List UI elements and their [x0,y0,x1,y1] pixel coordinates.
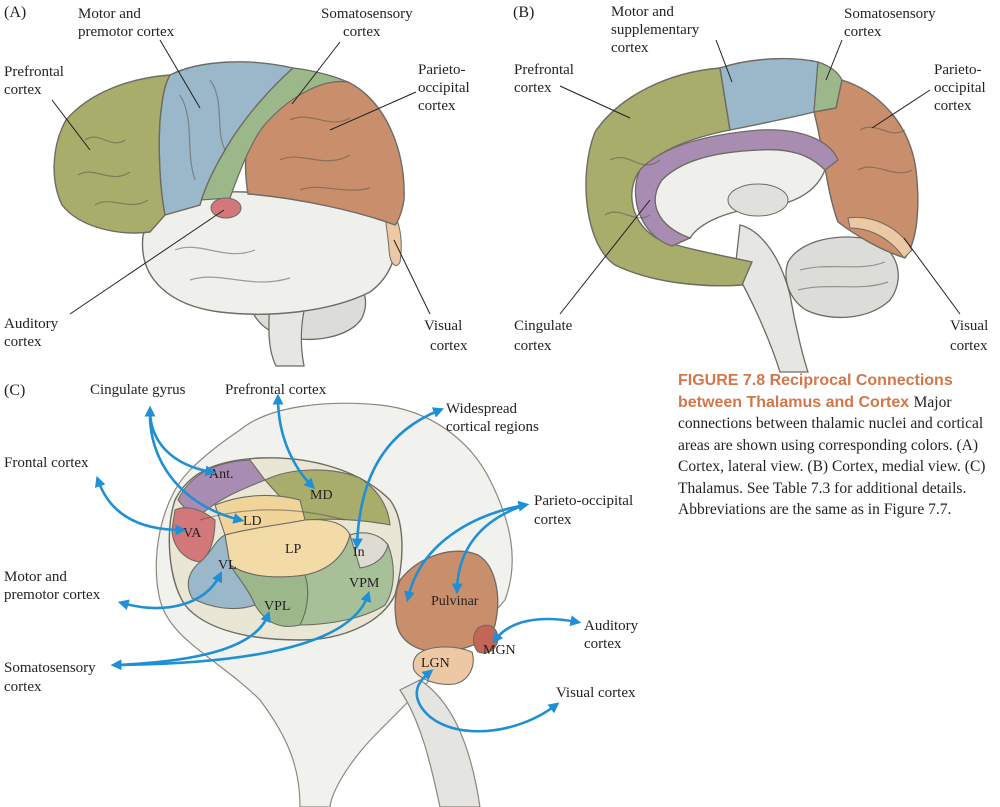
panel-a-parieto-label: Parieto- occipital cortex [418,62,470,114]
panel-b-visual-region [847,216,913,259]
panel-c-prefrontal-label: Prefrontal cortex [225,382,327,398]
panel-c-brainstem [399,679,481,807]
svg-text:cortical regions: cortical regions [446,419,539,435]
svg-text:cortex: cortex [934,98,972,114]
svg-text:Prefrontal: Prefrontal [514,62,574,78]
nucleus-lgn: LGN [421,656,450,671]
panel-c-frontal-label: Frontal cortex [4,455,89,471]
panel-a-auditory-region [210,197,242,219]
svg-text:cortex: cortex [534,512,572,528]
arrow-auditory-mgn [492,615,582,644]
nucleus-vl: VL [218,558,237,573]
nucleus-mgn: MGN [483,643,516,658]
arrow-widespread-in [351,407,445,550]
svg-text:Auditory: Auditory [584,618,639,634]
panel-b-prefrontal-label: Prefrontal cortex [514,62,574,96]
nucleus-ant: Ant. [209,467,234,482]
nucleus-pulvinar: Pulvinar [431,594,479,609]
svg-text:supplementary: supplementary [611,22,700,38]
svg-text:Motor and: Motor and [78,6,141,22]
panel-b-brainstem [734,224,809,373]
panel-b-parieto-region [813,79,919,259]
panel-c-cingulate-label: Cingulate gyrus [90,382,186,398]
svg-text:cortex: cortex [950,338,988,354]
svg-text:Widespread: Widespread [446,401,518,417]
svg-text:cortex: cortex [514,80,552,96]
panel-b-parieto-label: Parieto- occipital cortex [934,62,986,114]
panel-b-cingulate-label: Cingulate cortex [514,318,573,354]
arrow-visual-lgn [415,669,560,733]
arrow-parieto-pulvinar [451,503,526,595]
panel-a-label: (A) [4,4,26,21]
svg-text:premotor cortex: premotor cortex [4,587,101,603]
panel-b-label: (B) [513,4,534,21]
svg-text:Cingulate: Cingulate [514,318,573,334]
panel-a-brain [53,61,405,367]
svg-text:cortex: cortex [4,82,42,98]
panel-c-widespread-label: Widespread cortical regions [446,401,539,435]
svg-text:Auditory: Auditory [4,316,59,332]
svg-text:Motor and: Motor and [4,569,67,585]
svg-text:cortex: cortex [343,24,381,40]
svg-text:Somatosensory: Somatosensory [844,6,936,22]
svg-text:cortex: cortex [4,679,42,695]
nucleus-md: MD [310,488,333,503]
caption-body: Major connections between thalamic nucle… [678,393,986,519]
svg-text:Parieto-: Parieto- [934,62,981,78]
panel-b-brain [585,57,919,373]
panel-c-auditory-label: Auditory cortex [584,618,639,652]
svg-text:Somatosensory: Somatosensory [321,6,413,22]
svg-text:cortex: cortex [430,338,468,354]
panel-b-somato-label: Somatosensory cortex [844,6,936,40]
panel-b-motor-label: Motor and supplementary cortex [611,4,700,56]
panel-a-visual-label: Visual cortex [424,318,468,354]
svg-text:cortex: cortex [418,98,456,114]
panel-a-motor-label: Motor and premotor cortex [78,6,175,40]
nucleus-vpl: VPL [264,599,290,614]
nucleus-vpm: VPM [349,576,380,591]
svg-text:cortex: cortex [514,338,552,354]
svg-text:occipital: occipital [934,80,986,96]
arrow-parieto-lp [404,500,530,603]
panel-c-mgn-region [472,624,499,654]
nucleus-in: In [353,545,365,560]
nucleus-ld: LD [243,514,262,529]
arrow-frontal-va [94,475,187,536]
arrow-somato-vpm [114,590,372,667]
caption-heading: FIGURE 7.8 Reciprocal Connections betwee… [678,372,953,411]
panel-b-cerebellum [785,236,899,319]
panel-c-label: (C) [4,382,25,399]
panel-a-auditory-label: Auditory cortex [4,316,59,350]
svg-text:Parieto-: Parieto- [418,62,465,78]
svg-text:cortex: cortex [584,636,622,652]
svg-text:Prefrontal: Prefrontal [4,64,64,80]
panel-b-visual-label: Visual cortex [950,318,988,354]
panel-b-thalamus [727,183,789,217]
svg-text:Visual: Visual [950,318,988,334]
panel-b-motor-region [719,57,819,131]
figure-caption: FIGURE 7.8 Reciprocal Connections betwee… [678,370,990,521]
svg-text:Motor and: Motor and [611,4,674,20]
svg-text:premotor cortex: premotor cortex [78,24,175,40]
panel-c-parieto-label: Parieto-occipital cortex [534,493,633,528]
svg-text:occipital: occipital [418,80,470,96]
nucleus-va: VA [183,526,202,541]
panel-c-somato-label: Somatosensory cortex [4,660,96,695]
svg-text:Visual: Visual [424,318,462,334]
panel-c-motor-label: Motor and premotor cortex [4,569,101,603]
svg-text:Parieto-occipital: Parieto-occipital [534,493,633,509]
nucleus-lp: LP [285,542,302,557]
arrow-prefrontal-md [272,393,316,490]
panel-c-arrows [94,393,582,733]
panel-a-prefrontal-label: Prefrontal cortex [4,64,64,98]
svg-text:cortex: cortex [844,24,882,40]
svg-text:cortex: cortex [4,334,42,350]
panel-a-somato-label: Somatosensory cortex [321,6,413,40]
panel-a-prefrontal-region [53,74,172,234]
svg-text:cortex: cortex [611,40,649,56]
arrow-motor-vl [117,571,222,611]
svg-text:Somatosensory: Somatosensory [4,660,96,676]
panel-c-visual-label: Visual cortex [556,685,636,701]
